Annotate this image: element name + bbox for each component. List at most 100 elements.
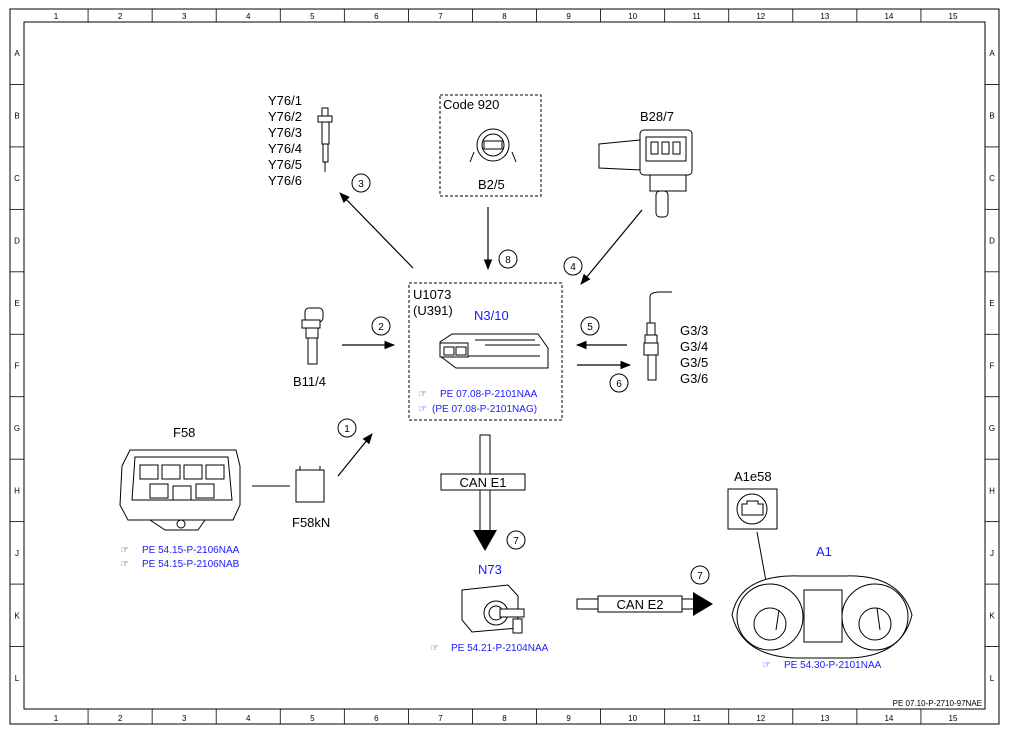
can-e2-label: CAN E2 [617, 597, 664, 612]
svg-text:Y76/1: Y76/1 [268, 93, 302, 108]
oxygen-sensor-labels: G3/3 G3/4 G3/5 G3/6 [680, 323, 708, 386]
grid-row-label: E [989, 299, 994, 308]
ignition-ref-icon: ☞ [430, 643, 439, 654]
grid-row-label: K [14, 611, 20, 620]
grid-column-label: 7 [438, 714, 443, 723]
grid-row-label: L [990, 674, 995, 683]
fuse-box-ref-icon-2: ☞ [120, 559, 129, 570]
signal-1: 1 [344, 424, 350, 435]
grid-column-label: 10 [628, 714, 637, 723]
svg-text:Y76/2: Y76/2 [268, 109, 302, 124]
sensor-b11-4-label: B11/4 [293, 374, 326, 389]
ignition-ref: PE 54.21-P-2104NAA [451, 643, 549, 654]
svg-text:Y76/4: Y76/4 [268, 141, 302, 156]
inner-frame [23, 21, 986, 710]
control-unit-boundary [408, 282, 563, 421]
instrument-cluster-icon [731, 575, 913, 659]
sensor-b28-7-label: B28/7 [640, 109, 674, 124]
svg-text:G3/5: G3/5 [680, 355, 708, 370]
cluster-ref-icon: ☞ [762, 660, 771, 671]
grid-column-label: 11 [693, 714, 702, 723]
grid-column-ticks [87, 9, 922, 724]
grid-row-label: J [990, 549, 994, 558]
grid-column-label: 2 [118, 12, 123, 21]
signal-7-can-e2: 7 [697, 571, 703, 582]
grid-column-label: 6 [374, 714, 379, 723]
grid-column-label: 5 [310, 714, 315, 723]
can-e1-label-box [440, 473, 526, 491]
grid-column-label: 13 [820, 714, 829, 723]
grid-row-label: B [989, 112, 994, 121]
signal-8: 8 [505, 255, 511, 266]
grid-column-label: 12 [756, 12, 765, 21]
grid-column-label: 15 [949, 12, 958, 21]
grid-column-label: 8 [502, 12, 507, 21]
sensor-b2-5-label: B2/5 [478, 177, 505, 192]
svg-text:Y76/6: Y76/6 [268, 173, 302, 188]
grid-row-label: K [989, 611, 995, 620]
grid-row-label: G [989, 424, 995, 433]
svg-text:G3/3: G3/3 [680, 323, 708, 338]
footer-reference: PE 07.10-P-2710-97NAE [893, 699, 982, 708]
code-920-label: Code 920 [443, 97, 499, 112]
ignition-switch-icon [461, 584, 525, 634]
grid-row-label: L [15, 674, 20, 683]
grid-row-label: J [15, 549, 19, 558]
signal-6: 6 [616, 379, 622, 390]
grid-column-label: 4 [246, 12, 251, 21]
grid-row-label: C [14, 174, 20, 183]
signal-5: 5 [587, 322, 593, 333]
can-e1-label: CAN E1 [460, 475, 507, 490]
grid-row-label: F [15, 362, 20, 371]
grid-column-label: 4 [246, 714, 251, 723]
relay-icon [295, 466, 325, 503]
signal-2: 2 [378, 322, 384, 333]
control-unit-ref-icon-2: ☞ [418, 404, 427, 415]
temp-sensor-icon [301, 307, 324, 365]
grid-column-label: 3 [182, 12, 187, 21]
grid-row-label: D [989, 237, 995, 246]
grid-column-label: 12 [756, 714, 765, 723]
signal-4: 4 [570, 262, 576, 273]
grid-row-label: F [990, 362, 995, 371]
control-unit-label-u391: (U391) [413, 303, 453, 318]
can-e2-arrowhead [693, 592, 713, 616]
grid-column-label: 8 [502, 714, 507, 723]
grid-column-label: 1 [54, 12, 59, 21]
grid-column-label: 9 [566, 714, 571, 723]
svg-text:G3/4: G3/4 [680, 339, 708, 354]
grid-column-label: 6 [374, 12, 379, 21]
code-920-boundary [439, 94, 542, 197]
svg-text:G3/6: G3/6 [680, 371, 708, 386]
signal-7-can-e1: 7 [513, 536, 519, 547]
glow-plug-icon [317, 107, 333, 172]
grid-column-label: 11 [693, 12, 702, 21]
control-unit-label-u1073: U1073 [413, 287, 451, 302]
svg-text:Y76/3: Y76/3 [268, 125, 302, 140]
grid-row-label: H [14, 486, 20, 495]
grid-column-label: 5 [310, 12, 315, 21]
grid-row-label: D [14, 237, 20, 246]
ignition-label: N73 [478, 562, 502, 577]
cluster-label: A1 [816, 544, 832, 559]
grid-row-ticks [10, 84, 999, 647]
grid-row-label: C [989, 174, 995, 183]
cluster-ref: PE 54.30-P-2101NAA [784, 660, 882, 671]
can-e1-arrowhead [473, 530, 497, 551]
grid-row-label: B [14, 112, 19, 121]
grid-row-label: A [989, 49, 995, 58]
control-unit-ref-icon: ☞ [418, 389, 427, 400]
arrow-from-b28-7 [580, 209, 643, 285]
fuse-box-ref-1: PE 54.15-P-2106NAA [142, 545, 240, 556]
arrow-from-relay [337, 433, 373, 477]
grid-row-label: G [14, 424, 20, 433]
ecu-icon [439, 333, 549, 369]
arrow-to-glow-plugs [339, 192, 414, 269]
grid-column-label: 10 [628, 12, 637, 21]
grid-column-label: 3 [182, 714, 187, 723]
relay-label: F58kN [292, 515, 330, 530]
control-unit-name: N3/10 [474, 308, 509, 323]
fuse-box-icon [119, 449, 241, 531]
grid-row-label: H [989, 486, 995, 495]
